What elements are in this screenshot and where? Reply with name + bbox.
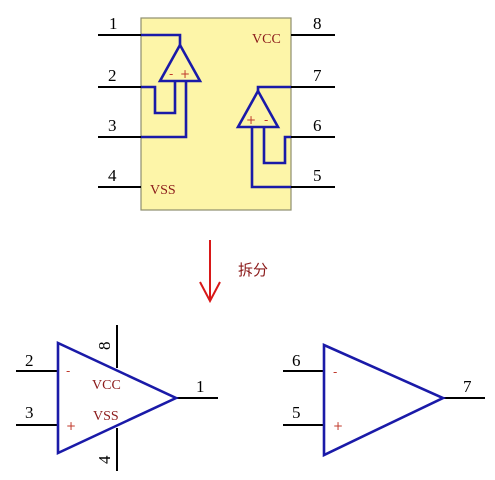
br-minus-sign: - (333, 365, 337, 379)
bl-opamp-triangle (56, 340, 180, 456)
bl-vss-label: VSS (93, 409, 119, 424)
chip-opamp-b-minus-wire (262, 127, 291, 165)
bl-pin-1-label: 1 (196, 377, 205, 396)
chip-opamp-b-output-wire (256, 85, 291, 91)
chip-opamp-b-plus-sign: + (246, 113, 256, 127)
chip-opamp-a-output-wire (141, 33, 182, 45)
chip-opamp-a (141, 33, 203, 139)
split-label: 拆分 (238, 261, 268, 279)
chip-opamp-a-plus-wire (141, 81, 188, 139)
chip-pin-6-label: 6 (313, 116, 322, 135)
chip-opamp-a-minus-wire (141, 81, 177, 115)
chip-left-pins (98, 34, 141, 188)
split-arrow (199, 240, 221, 304)
chip-pin-3-label: 3 (108, 116, 117, 135)
chip-pin-8-label: 8 (313, 14, 322, 33)
chip-pin-1-label: 1 (109, 14, 118, 33)
chip-opamp-a-plus-sign: + (180, 67, 190, 81)
bl-pin-3-label: 3 (25, 403, 34, 422)
chip-opamp-b-minus-sign: - (264, 113, 268, 127)
chip-pin-7-label: 7 (313, 66, 322, 85)
chip-opamp-a-minus-sign: - (169, 67, 173, 81)
chip-right-pins (291, 34, 335, 188)
br-pin-5-label: 5 (292, 403, 301, 422)
br-pin-7-label: 7 (463, 377, 472, 396)
dual-opamp-chip: 1 2 3 4 8 7 6 5 VCC VSS - + (98, 14, 335, 211)
br-plus-sign: + (333, 419, 343, 433)
chip-pin-2-label: 2 (108, 66, 117, 85)
bottom-left-opamp: 2 3 1 8 4 - + VCC VSS (16, 325, 218, 471)
split-arrow-head (199, 281, 221, 304)
bottom-right-opamp: 6 5 7 - + (283, 342, 485, 458)
chip-vss-label: VSS (150, 183, 176, 198)
bl-pin-8-label: 8 (95, 342, 114, 351)
chip-pin-5-label: 5 (313, 166, 322, 185)
bl-pin-2-label: 2 (25, 351, 34, 370)
br-pin-6-label: 6 (292, 351, 301, 370)
bl-vcc-label: VCC (92, 378, 121, 393)
chip-opamp-b (235, 85, 291, 189)
chip-opamp-b-triangle (235, 88, 281, 129)
bl-pin-4-label: 4 (95, 455, 114, 464)
chip-opamp-b-plus-wire (250, 127, 291, 189)
chip-pin-4-label: 4 (108, 166, 117, 185)
br-opamp-triangle (322, 342, 447, 458)
chip-opamp-a-triangle (157, 42, 203, 83)
chip-vcc-label: VCC (252, 32, 281, 47)
bl-plus-sign: + (66, 419, 76, 433)
bl-minus-sign: - (66, 364, 70, 378)
